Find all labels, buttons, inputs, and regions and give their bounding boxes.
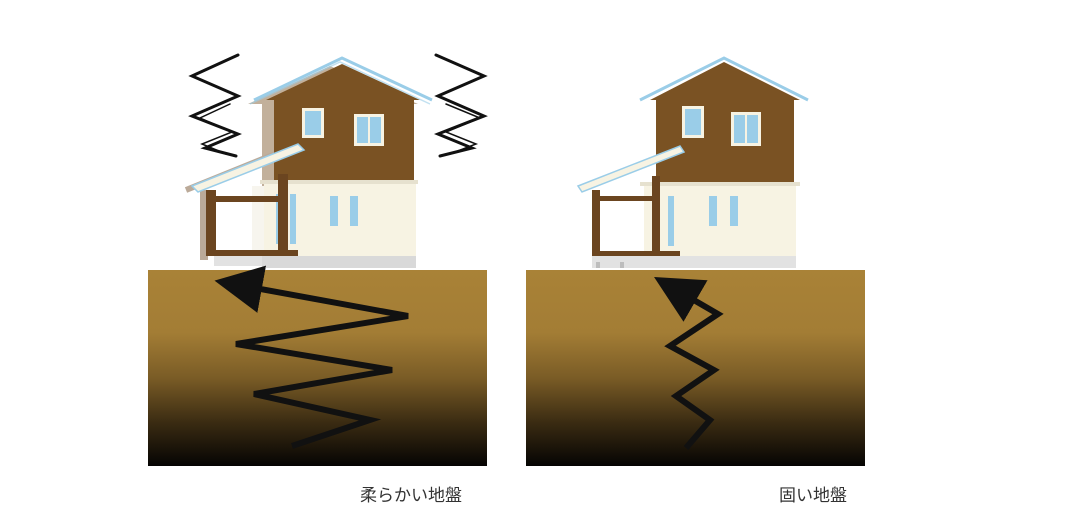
window [330,196,338,226]
soft-ground-caption: 柔らかい地盤 [360,486,462,506]
house-roof [253,56,433,102]
foundation [592,256,796,268]
house-shaking [184,56,433,268]
house-gable [650,62,800,100]
shake-indicator-left [188,53,242,158]
window [709,196,717,226]
porch [190,143,306,256]
house-lower-floor [644,184,796,256]
house-stable [576,56,809,268]
seismic-wave-soft [214,265,409,449]
house-gable [266,64,420,100]
soft-ground-panel [148,53,488,466]
hard-ground-caption: 固い地盤 [779,486,847,506]
house-upper-floor [274,98,414,182]
shake-indicator-right [433,53,488,158]
seismic-wave-hard [654,276,724,450]
house-upper-floor [656,100,794,184]
house-roof [639,56,809,102]
house-lower-floor [264,182,416,256]
soft-soil-block [148,270,487,466]
hard-ground-panel [526,56,865,466]
porch [576,145,686,256]
